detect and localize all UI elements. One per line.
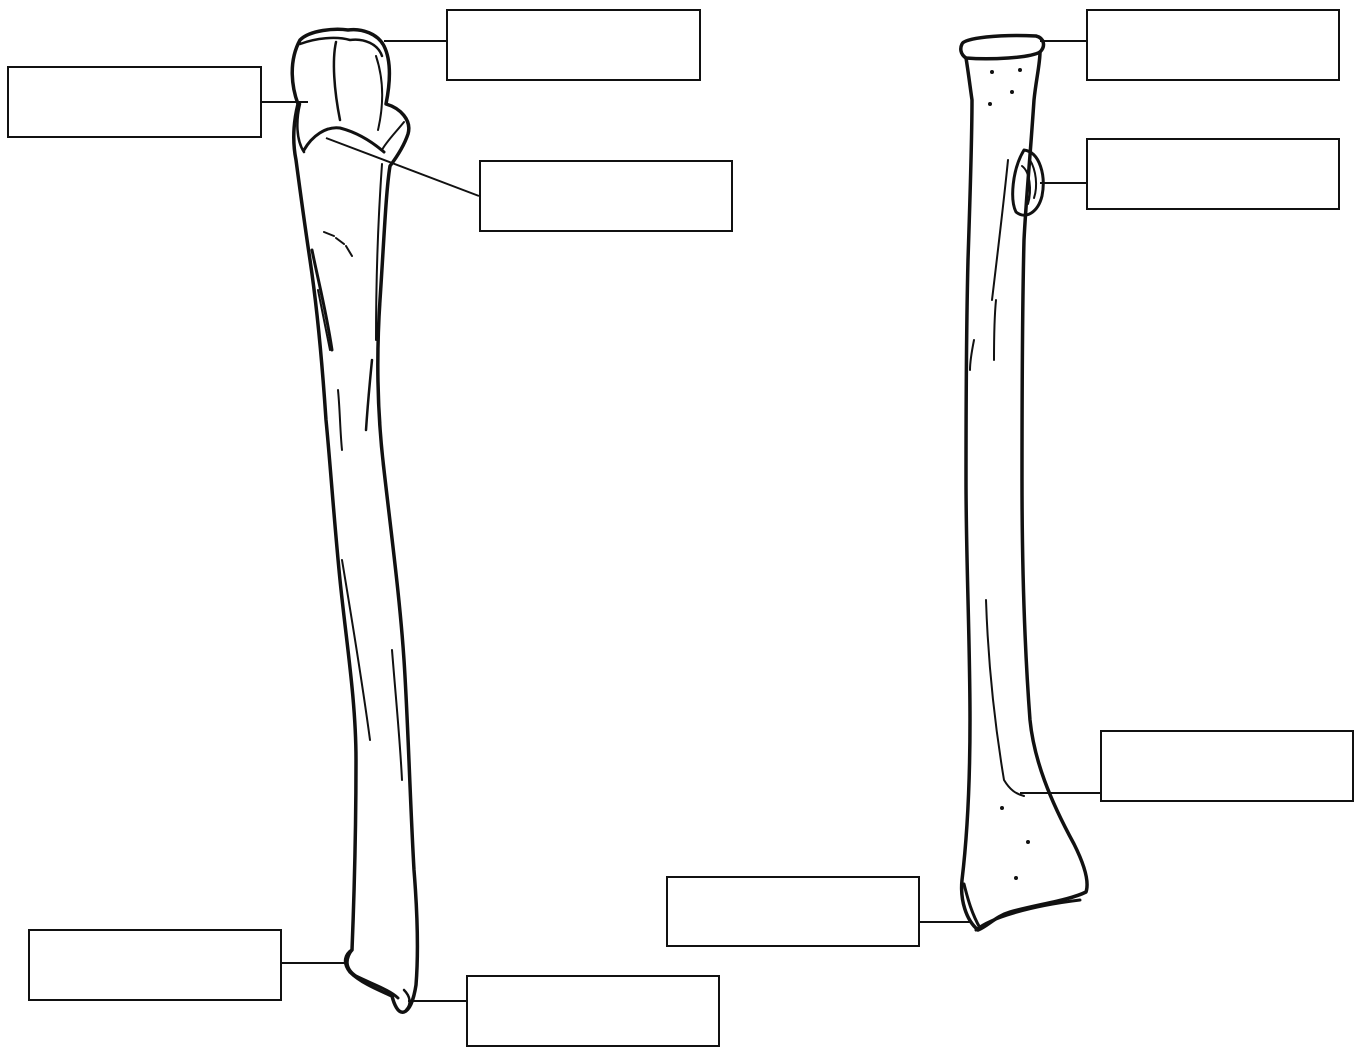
radius-shaft-line-4 bbox=[970, 340, 974, 370]
ulna-olecranon-right bbox=[376, 56, 382, 130]
radius-shaft-line-2 bbox=[994, 300, 996, 360]
ulna-olecranon-groove bbox=[334, 42, 340, 120]
label-box-ulna-bottom-right[interactable] bbox=[466, 975, 720, 1047]
ulna-coronoid bbox=[297, 104, 304, 152]
ulna-head bbox=[347, 950, 398, 998]
radius-bone bbox=[961, 35, 1087, 930]
ulna-olecranon-detail bbox=[300, 38, 382, 56]
label-box-radius-tuberosity[interactable] bbox=[1086, 138, 1340, 210]
label-box-radius-lower[interactable] bbox=[1100, 730, 1354, 802]
radius-head-top bbox=[961, 35, 1044, 58]
radius-shaft-line-3 bbox=[986, 600, 1024, 796]
ulna-shaft-mark-3 bbox=[366, 360, 372, 430]
label-box-ulna-top-right[interactable] bbox=[446, 9, 701, 81]
ulna-hatching bbox=[324, 232, 352, 256]
ulna-bone bbox=[292, 29, 417, 1012]
label-box-ulna-bottom-left[interactable] bbox=[28, 929, 282, 1001]
label-box-radius-top[interactable] bbox=[1086, 9, 1340, 81]
ulna-notch-inner bbox=[382, 122, 404, 150]
ulna-interosseous-line-2 bbox=[392, 650, 402, 780]
ulna-shaft-mark-4 bbox=[338, 390, 342, 450]
ulna-interosseous-line bbox=[342, 560, 370, 740]
radius-distal-end bbox=[976, 900, 1080, 930]
label-box-ulna-mid-right[interactable] bbox=[479, 160, 733, 232]
label-box-ulna-top-left[interactable] bbox=[7, 66, 262, 138]
ulna-outline bbox=[292, 29, 417, 1012]
radius-shaft-line-1 bbox=[992, 160, 1008, 300]
ulna-trochlear-notch bbox=[304, 128, 384, 152]
label-box-radius-bottom[interactable] bbox=[666, 876, 920, 947]
